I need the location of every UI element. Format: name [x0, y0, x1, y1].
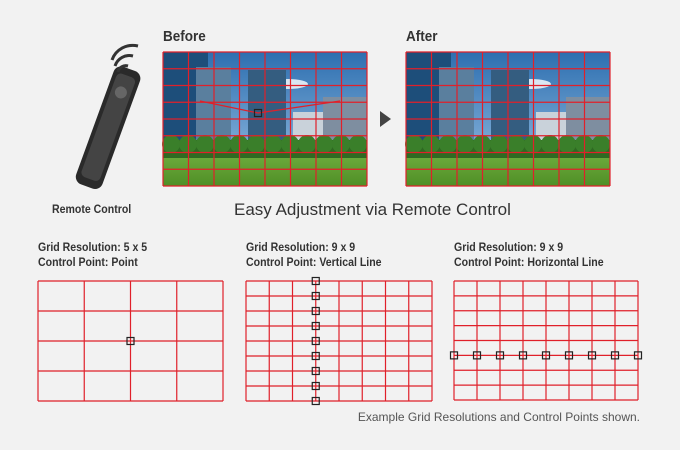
remote-control-icon — [75, 66, 141, 189]
control-point-handle[interactable] — [449, 351, 459, 360]
footnote: Example Grid Resolutions and Control Poi… — [357, 410, 640, 424]
control-point-handle[interactable] — [518, 351, 528, 360]
example-grid-1 — [37, 280, 224, 402]
control-point-handle[interactable] — [610, 351, 620, 360]
control-point-handle[interactable] — [311, 291, 320, 301]
arrow-right-icon — [380, 111, 391, 127]
control-point-handle[interactable] — [587, 351, 597, 360]
control-point-handle[interactable] — [541, 351, 551, 360]
control-point-handle[interactable] — [311, 336, 320, 346]
control-point-handle[interactable] — [564, 351, 574, 360]
control-point-handle[interactable] — [311, 321, 320, 331]
control-point-handle[interactable] — [126, 336, 135, 346]
control-point-handle[interactable] — [311, 351, 320, 361]
control-point-handle[interactable] — [633, 351, 643, 360]
control-point-handle[interactable] — [495, 351, 505, 360]
after-photo — [405, 51, 611, 187]
remote-control-label: Remote Control — [52, 202, 132, 216]
control-point-handle[interactable] — [311, 381, 320, 391]
control-point-handle[interactable] — [253, 108, 263, 118]
control-point-handle[interactable] — [311, 276, 320, 286]
before-photo — [162, 51, 368, 187]
example-grid-3 — [453, 280, 639, 401]
headline: Easy Adjustment via Remote Control — [234, 200, 511, 219]
control-point-handle[interactable] — [472, 351, 482, 360]
after-photo-grid — [405, 51, 611, 187]
before-label: Before — [163, 28, 206, 45]
wifi-signal-icon — [110, 43, 139, 73]
before-photo-grid — [162, 51, 368, 187]
control-point-handle[interactable] — [311, 396, 320, 406]
control-point-handle[interactable] — [311, 366, 320, 376]
after-label: After — [406, 28, 438, 45]
example-grid-2 — [245, 280, 433, 402]
control-point-handle[interactable] — [311, 306, 320, 316]
